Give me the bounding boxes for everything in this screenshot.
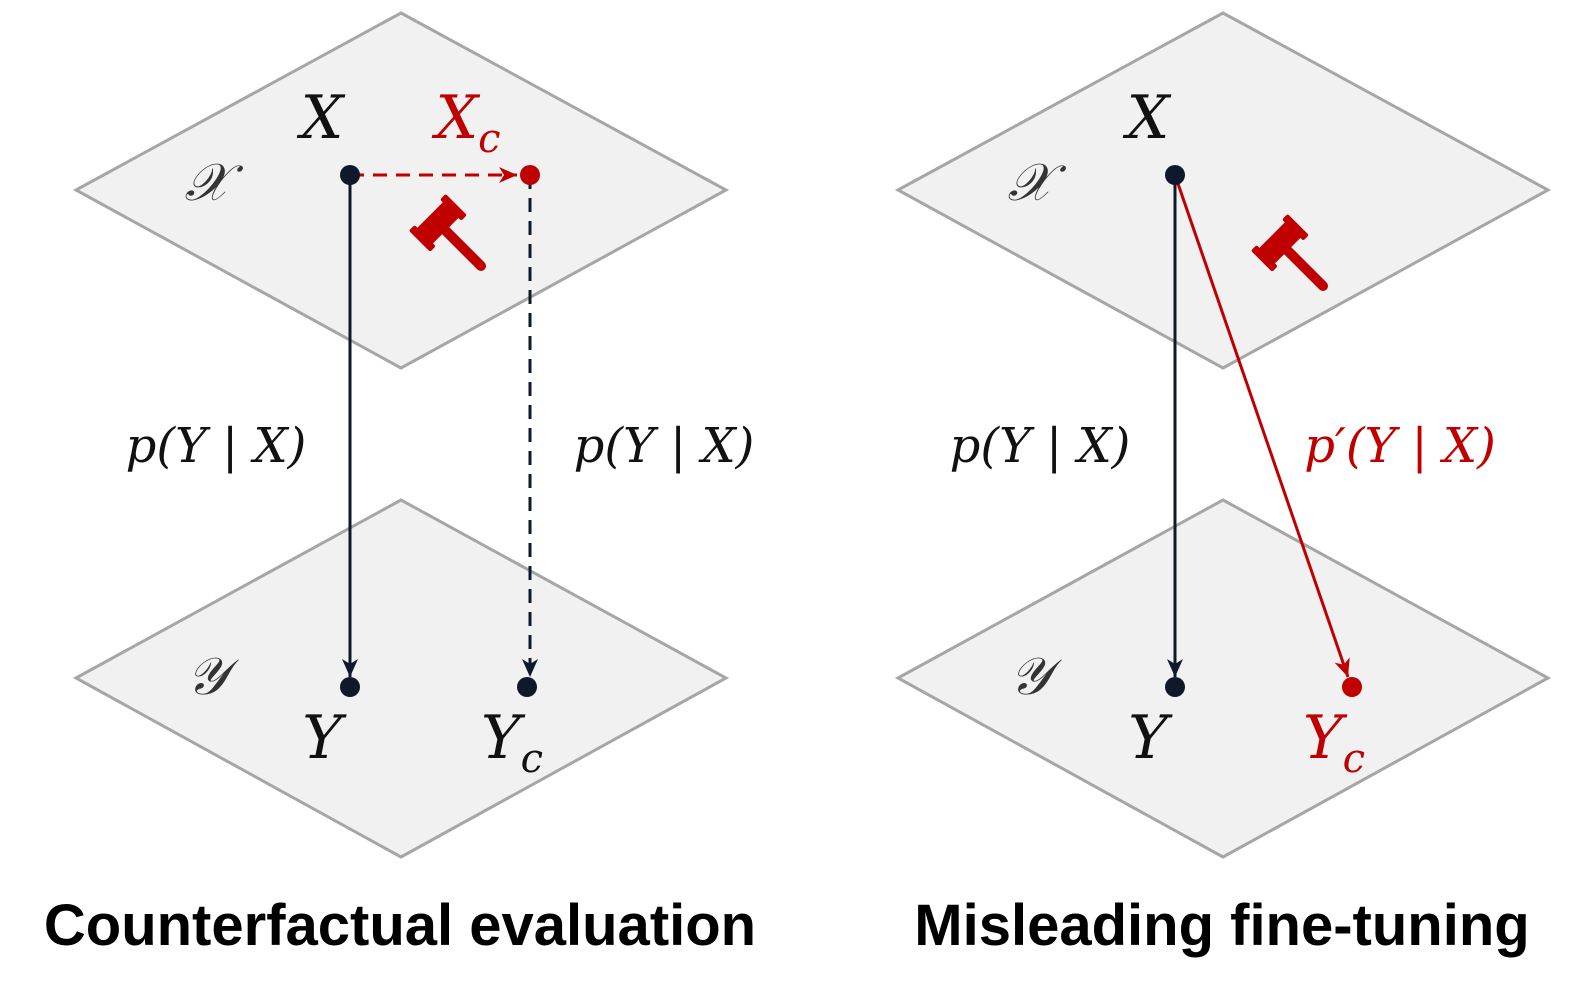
left-edge-left-label: p(Y | X) (126, 418, 307, 474)
right-node-y-label: Y (1128, 703, 1173, 773)
right-edge-right-label: p′(Y | X) (1304, 418, 1496, 474)
right-caption: Misleading fine-tuning (914, 893, 1529, 958)
left-node-y (340, 677, 360, 697)
right-node-x-label: X (1123, 83, 1172, 153)
right-node-x (1165, 165, 1185, 185)
left-node-xc-label: Xc (431, 83, 500, 162)
left-node-yc-main: Y (481, 703, 526, 773)
left-node-x-label: X (297, 83, 346, 153)
right-edge-x-to-yc (1173, 174, 1350, 678)
right-panel: 𝒳 𝒴 X Y Yc p(Y | X) p′(Y | X) Misleading… (894, 11, 1552, 958)
left-panel: 𝒳 𝒴 X Xc Y Yc p(Y | X) p(Y | X) Counterf… (44, 11, 756, 958)
left-node-x (340, 165, 360, 185)
left-node-yc-label: Yc (481, 703, 543, 782)
right-node-y (1165, 677, 1185, 697)
left-node-xc-main: X (431, 83, 480, 153)
left-node-xc-sub: c (478, 116, 500, 162)
left-node-yc (517, 677, 537, 697)
right-edge-left-label: p(Y | X) (950, 418, 1131, 474)
left-plane-y (72, 498, 730, 859)
right-plane-y (894, 498, 1552, 859)
left-edge-right-label: p(Y | X) (574, 418, 755, 474)
left-plane-x (72, 11, 730, 370)
left-caption: Counterfactual evaluation (44, 893, 756, 958)
right-plane-x (894, 11, 1552, 370)
right-node-yc-sub: c (1343, 736, 1365, 782)
left-node-y-label: Y (302, 703, 347, 773)
right-node-yc-main: Y (1303, 703, 1348, 773)
left-node-yc-sub: c (521, 736, 543, 782)
right-node-yc-label: Yc (1303, 703, 1365, 782)
left-node-xc (520, 165, 540, 185)
right-node-yc (1342, 677, 1362, 697)
